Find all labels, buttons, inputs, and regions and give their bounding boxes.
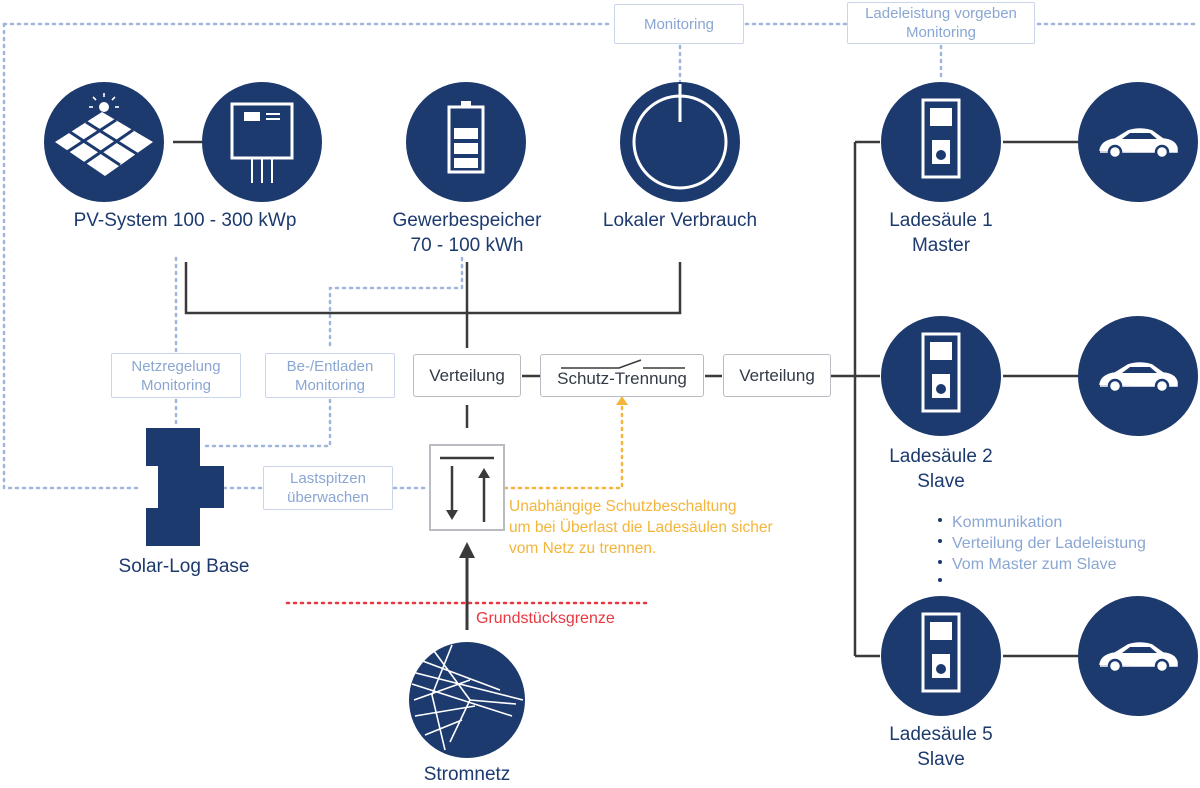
communication-item: Kommunikation (938, 512, 1146, 533)
solar-panel-icon (44, 82, 164, 202)
grid-feed-arrow-head (459, 542, 475, 558)
monitoring-line-storage (202, 256, 464, 448)
charger1-label-line1: Ladesäule 1 (889, 210, 993, 231)
distribution-right-label: Verteilung (739, 365, 815, 385)
charger2-label: Ladesäule 2 Slave (866, 444, 1016, 494)
monitoring-line-left (2, 22, 142, 490)
grid-label-text: Stromnetz (423, 764, 511, 785)
tag-ladeleistung: Ladeleistung vorgeben Monitoring (847, 2, 1035, 44)
charger2-label-line2: Slave (917, 471, 965, 492)
collector-bus (184, 262, 682, 315)
consumption-label: Lokaler Verbrauch (580, 208, 780, 233)
bullet-icon (938, 578, 942, 582)
solar-log-icon (146, 428, 224, 546)
battery-icon (406, 82, 526, 202)
inverter-icon (202, 82, 322, 202)
protection-note-line3: vom Netz zu trennen. (509, 540, 657, 557)
communication-list: Kommunikation Verteilung der Ladeleistun… (938, 512, 1146, 585)
bullet-icon (938, 517, 942, 522)
switch-symbol-icon (561, 359, 685, 369)
charging-station-icon (881, 596, 1001, 716)
distribution-box-left: Verteilung (413, 354, 521, 397)
power-pylon-icon (409, 642, 525, 758)
protection-switch-box: Schutz-Trennung (540, 354, 704, 397)
tag-lastspitzen-line2: überwachen (287, 489, 369, 506)
protection-note-line2: um bei Überlast die Ladesäulen sicher (509, 519, 773, 536)
pv-system-label-text: PV-System 100 - 300 kWp (73, 210, 297, 231)
tag-lastspitzen: Lastspitzen überwachen (263, 466, 393, 510)
tag-monitoring: Monitoring (614, 4, 744, 44)
tag-netzregelung-line1: Netzregelung (131, 357, 221, 375)
pv-system-label: PV-System 100 - 300 kWp (36, 208, 334, 233)
charger5-label-line1: Ladesäule 5 (889, 724, 993, 745)
solarlog-label-text: Solar-Log Base (118, 556, 250, 577)
charging-station-icon (881, 82, 1001, 202)
tag-lastspitzen-line1: Lastspitzen (290, 470, 366, 487)
power-lines (173, 140, 1078, 658)
protection-switch-label: Schutz-Trennung (557, 368, 687, 388)
tag-ladeleistung-line1: Ladeleistung vorgeben (865, 5, 1017, 22)
protection-arrow-head (616, 396, 628, 405)
communication-item: Verteilung der Ladeleistung (938, 533, 1146, 554)
storage-label-line1: Gewerbespeicher (392, 210, 542, 231)
tag-beentladen: Be-/Entladen Monitoring (265, 353, 395, 398)
communication-item-text: Vom Master zum Slave (952, 556, 1117, 573)
consumption-label-text: Lokaler Verbrauch (602, 210, 758, 231)
communication-item: Vom Master zum Slave (938, 554, 1146, 575)
tag-monitoring-text: Monitoring (643, 15, 715, 33)
protection-note: Unabhängige Schutzbeschaltung um bei Übe… (509, 496, 773, 559)
monitoring-lines (2, 22, 1198, 490)
charger1-label: Ladesäule 1 Master (866, 208, 1016, 258)
protection-note-line1: Unabhängige Schutzbeschaltung (509, 498, 737, 515)
property-boundary-label: Grundstücksgrenze (476, 610, 615, 627)
grid-label: Stromnetz (392, 764, 542, 786)
bullet-icon (938, 559, 942, 564)
solarlog-label: Solar-Log Base (94, 554, 274, 579)
charger2-label-line1: Ladesäule 2 (889, 446, 993, 467)
charger5-label: Ladesäule 5 Slave (866, 722, 1016, 772)
tag-beentladen-line1: Be-/Entladen (286, 357, 374, 375)
charger1-label-line2: Master (911, 235, 971, 256)
communication-item-text: Kommunikation (952, 514, 1063, 531)
tag-netzregelung-line2: Monitoring (140, 376, 212, 394)
car-icon (1078, 82, 1198, 202)
storage-label-line2: 70 - 100 kWh (410, 235, 524, 256)
car-icon (1078, 596, 1198, 716)
charger5-label-line2: Slave (917, 749, 965, 770)
communication-item (938, 575, 1146, 585)
distribution-left-label: Verteilung (429, 365, 505, 385)
car-icon (1078, 316, 1198, 436)
tag-netzregelung: Netzregelung Monitoring (111, 353, 241, 398)
charging-station-icon (881, 316, 1001, 436)
bullet-icon (938, 538, 942, 543)
communication-item-text: Verteilung der Ladeleistung (952, 535, 1146, 552)
bidirectional-meter-icon (429, 444, 505, 531)
tag-ladeleistung-line2: Monitoring (905, 24, 977, 41)
protection-control-line (503, 398, 624, 490)
power-dial-icon (620, 82, 740, 202)
distribution-box-right: Verteilung (723, 354, 831, 397)
storage-label: Gewerbespeicher 70 - 100 kWh (362, 208, 572, 258)
tag-beentladen-line2: Monitoring (294, 376, 366, 394)
